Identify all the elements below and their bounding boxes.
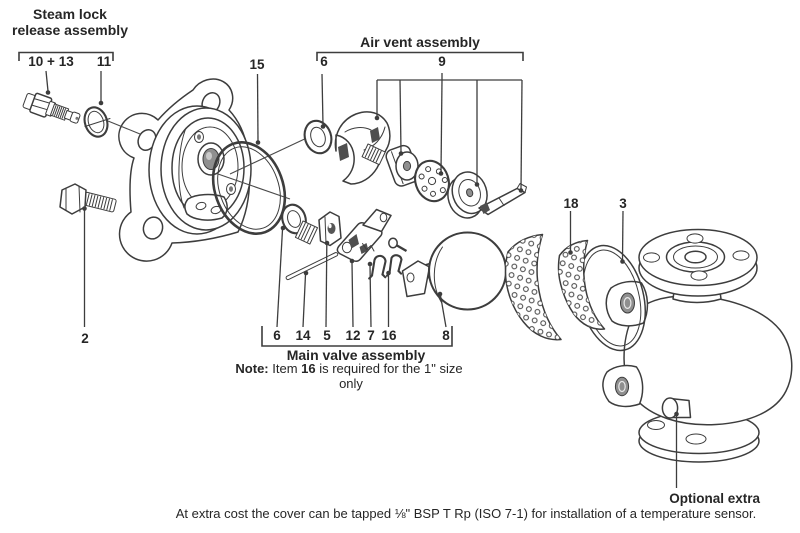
steam-lock-assembly-title: Steam lock release assembly	[12, 6, 128, 38]
item9-distribution-line	[377, 73, 522, 81]
air-vent-capsule-housing	[334, 111, 391, 185]
note-text-2: is required for the 1" size	[315, 361, 463, 376]
note-text-1: Item	[268, 361, 302, 376]
air-vent-bracket	[316, 51, 524, 61]
item-label-11: 11	[96, 54, 112, 69]
air-vent-retainer-clip	[478, 183, 527, 216]
item-label-3: 3	[619, 196, 627, 211]
title-line-1: Steam lock	[33, 6, 107, 22]
cover	[118, 78, 252, 262]
air-vent-threaded-stem	[361, 143, 386, 166]
air-vent-capsule-disc	[447, 171, 488, 219]
circlip	[83, 106, 111, 138]
item-label-6-airvent: 6	[320, 54, 328, 69]
title-line-2: release assembly	[12, 21, 128, 38]
item-label-16: 16	[381, 328, 397, 343]
cover-bolt-hole	[142, 216, 164, 240]
assembly-alignment-lines	[107, 120, 312, 200]
item-label-18: 18	[563, 196, 579, 211]
item-label-2: 2	[81, 331, 89, 346]
note-line-2: only	[339, 376, 363, 391]
sensor-boss-plug	[661, 397, 679, 419]
spring-clip-7	[368, 254, 387, 280]
strainer-screen	[504, 233, 606, 341]
leader-lines	[45, 70, 679, 488]
item-label-5: 5	[323, 328, 331, 343]
main-valve-seat	[294, 211, 342, 247]
item-label-15: 15	[249, 57, 265, 72]
body-shell	[623, 295, 793, 426]
item-label-8: 8	[442, 328, 450, 343]
steam-lock-bracket	[18, 51, 114, 61]
cover-oring	[211, 141, 287, 235]
note-bold-prefix: Note:	[235, 361, 269, 376]
lever-bracket	[336, 208, 392, 262]
main-valve-bracket	[261, 326, 453, 347]
air-vent-assembly-title: Air vent assembly	[360, 34, 480, 50]
main-valve-assembly-title: Main valve assembly	[286, 347, 426, 363]
pivot-rod	[285, 252, 339, 281]
lever-screw	[388, 237, 408, 253]
air-vent-capsule-retainer	[385, 144, 420, 187]
optional-extra-label: Optional extra	[669, 491, 760, 506]
note-bold-item: 16	[301, 361, 316, 376]
note-line-1: Note: Item 16 is required for the 1" siz…	[235, 361, 463, 377]
air-vent-washer	[303, 119, 333, 155]
item-label-6-mainvalve: 6	[273, 328, 281, 343]
footer-note: At extra cost the cover can be tapped ⅛"…	[175, 506, 757, 521]
item-label-14: 14	[295, 328, 311, 343]
item-label-9: 9	[438, 54, 446, 69]
item-label-12: 12	[345, 328, 361, 343]
item-label-10-13: 10 + 13	[28, 54, 74, 69]
steam-lock-release-valve	[22, 92, 81, 124]
cover-bolt	[59, 183, 117, 215]
item-label-7: 7	[367, 328, 375, 343]
valve-body	[602, 228, 793, 463]
